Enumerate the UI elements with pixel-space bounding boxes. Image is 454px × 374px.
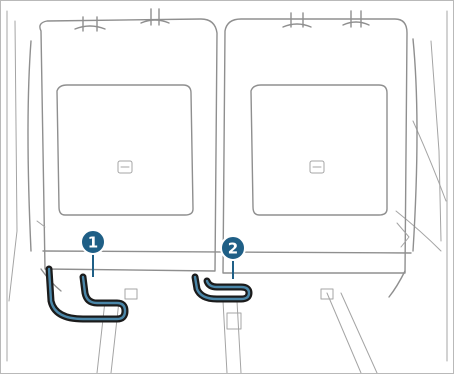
isofix-anchor-left <box>49 269 125 319</box>
callout-1-label: 1 <box>88 234 98 252</box>
cabin-outline <box>7 11 447 361</box>
seat-back-left <box>28 19 217 271</box>
seat-back-right <box>223 19 417 273</box>
callout-2-label: 2 <box>228 240 238 258</box>
isofix-anchor-right <box>195 277 249 299</box>
